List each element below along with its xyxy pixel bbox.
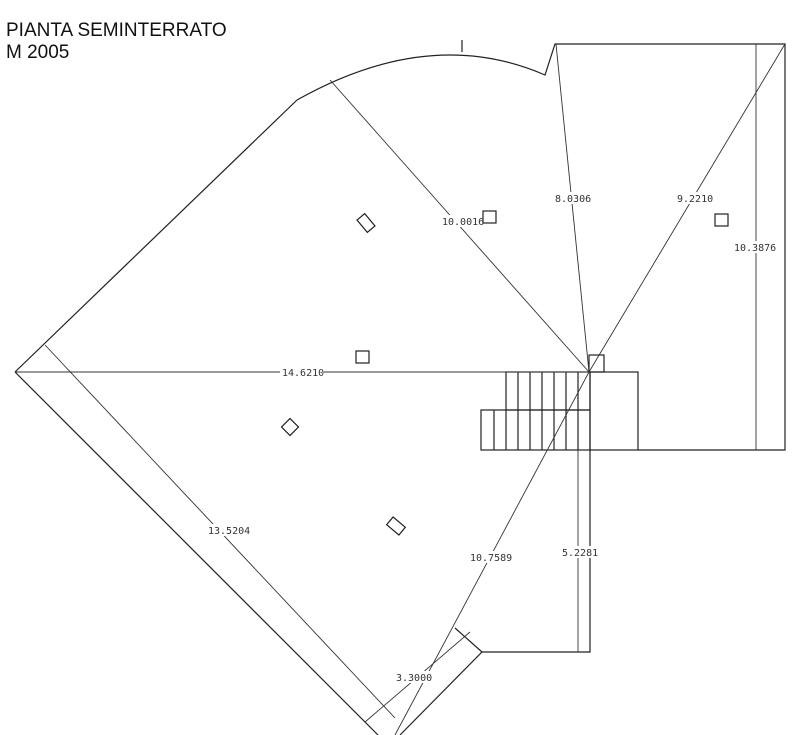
columns [280,210,729,536]
staircase [480,354,639,451]
wall-top-right [296,43,786,451]
dim-label: 5.2281 [562,548,598,559]
dim-label: 13.5204 [208,526,250,537]
dim-label: 8.0306 [555,194,591,205]
wall-lower-left [14,371,379,735]
dim-label: 3.3000 [396,673,432,684]
wall-bottom-right [399,450,591,735]
wall-upper-left [14,99,298,373]
title-line-2: M 2005 [6,42,70,63]
dimension-labels: 10.0016 8.0306 9.2210 10.3876 14.6210 13… [206,192,777,684]
dimension-lines [15,43,786,735]
wall-notch [454,627,483,653]
dim-label: 14.6210 [282,368,324,379]
title-line-1: PIANTA SEMINTERRATO [6,20,227,41]
dim-label: 10.0016 [442,217,484,228]
drawing-title: PIANTA SEMINTERRATO M 2005 [6,20,227,64]
dim-label: 10.3876 [734,243,776,254]
dim-label: 10.7589 [470,553,512,564]
dim-label: 9.2210 [677,194,713,205]
walls [14,40,786,735]
